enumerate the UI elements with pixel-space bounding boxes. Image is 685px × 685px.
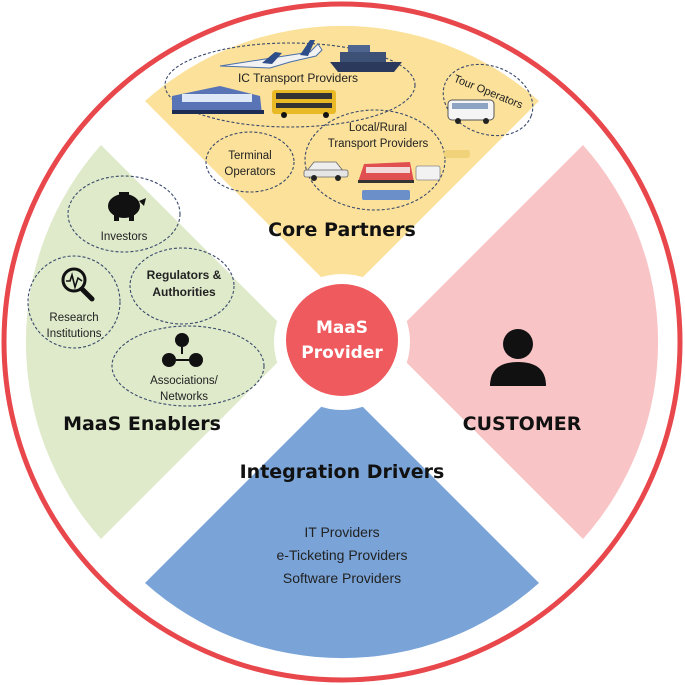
sector-integration-drivers — [145, 386, 539, 659]
person-icon — [490, 329, 546, 386]
label-local-rural-2: Transport Providers — [328, 138, 429, 150]
ship-icon — [330, 45, 402, 72]
train-icon — [172, 86, 264, 114]
bubble-local-rural — [304, 109, 446, 211]
integration-item-0: IT Providers — [304, 524, 379, 540]
title-maas-enablers: MaaS Enablers — [63, 413, 221, 435]
bubble-ic-transport — [164, 42, 416, 128]
bus-icon — [272, 90, 336, 118]
bubble-associations — [111, 325, 265, 407]
label-local-rural-1: Local/Rural — [349, 122, 407, 134]
bubble-investors — [67, 175, 181, 253]
integration-item-2: Software Providers — [283, 570, 401, 586]
label-research-1: Research — [49, 312, 98, 324]
label-associations-2: Networks — [160, 391, 208, 403]
bubble-research — [27, 255, 121, 349]
center-line2: Provider — [301, 343, 383, 363]
magnifier-chart-icon — [61, 267, 95, 302]
label-associations-1: Associations/ — [150, 375, 219, 387]
title-integration-drivers: Integration Drivers — [240, 461, 445, 483]
customer-group: CUSTOMER — [463, 329, 582, 435]
label-ic-transport: IC Transport Providers — [238, 71, 358, 85]
sector-maas-enablers — [25, 145, 298, 539]
city-bus-icon — [362, 165, 441, 200]
label-regulators-2: Authorities — [152, 285, 216, 299]
airplane-icon — [219, 40, 323, 69]
label-research-2: Institutions — [47, 328, 102, 340]
car-yellow-icon — [444, 150, 470, 158]
minibus-icon — [447, 99, 495, 124]
label-investors: Investors — [101, 231, 148, 243]
piggy-bank-icon — [108, 192, 146, 221]
regional-train-icon — [358, 162, 414, 183]
bubble-regulators — [129, 247, 235, 325]
label-terminal-2: Operators — [224, 166, 275, 178]
network-people-icon — [162, 333, 203, 367]
integration-drivers-group: Integration Drivers IT Providers e-Ticke… — [240, 461, 445, 586]
maas-enablers-group: Investors Regulators & Authorities Resea… — [27, 175, 265, 435]
bubble-terminal-operators — [205, 131, 295, 193]
center-line1: MaaS — [316, 318, 368, 338]
integration-item-1: e-Ticketing Providers — [277, 547, 408, 563]
label-terminal-1: Terminal — [228, 150, 271, 162]
center-maas-provider — [286, 284, 398, 396]
title-core-partners: Core Partners — [268, 219, 416, 241]
bubble-tour-operators — [442, 63, 534, 137]
title-customer: CUSTOMER — [463, 413, 582, 435]
car-icon — [303, 161, 349, 181]
label-regulators-1: Regulators & — [147, 268, 222, 282]
